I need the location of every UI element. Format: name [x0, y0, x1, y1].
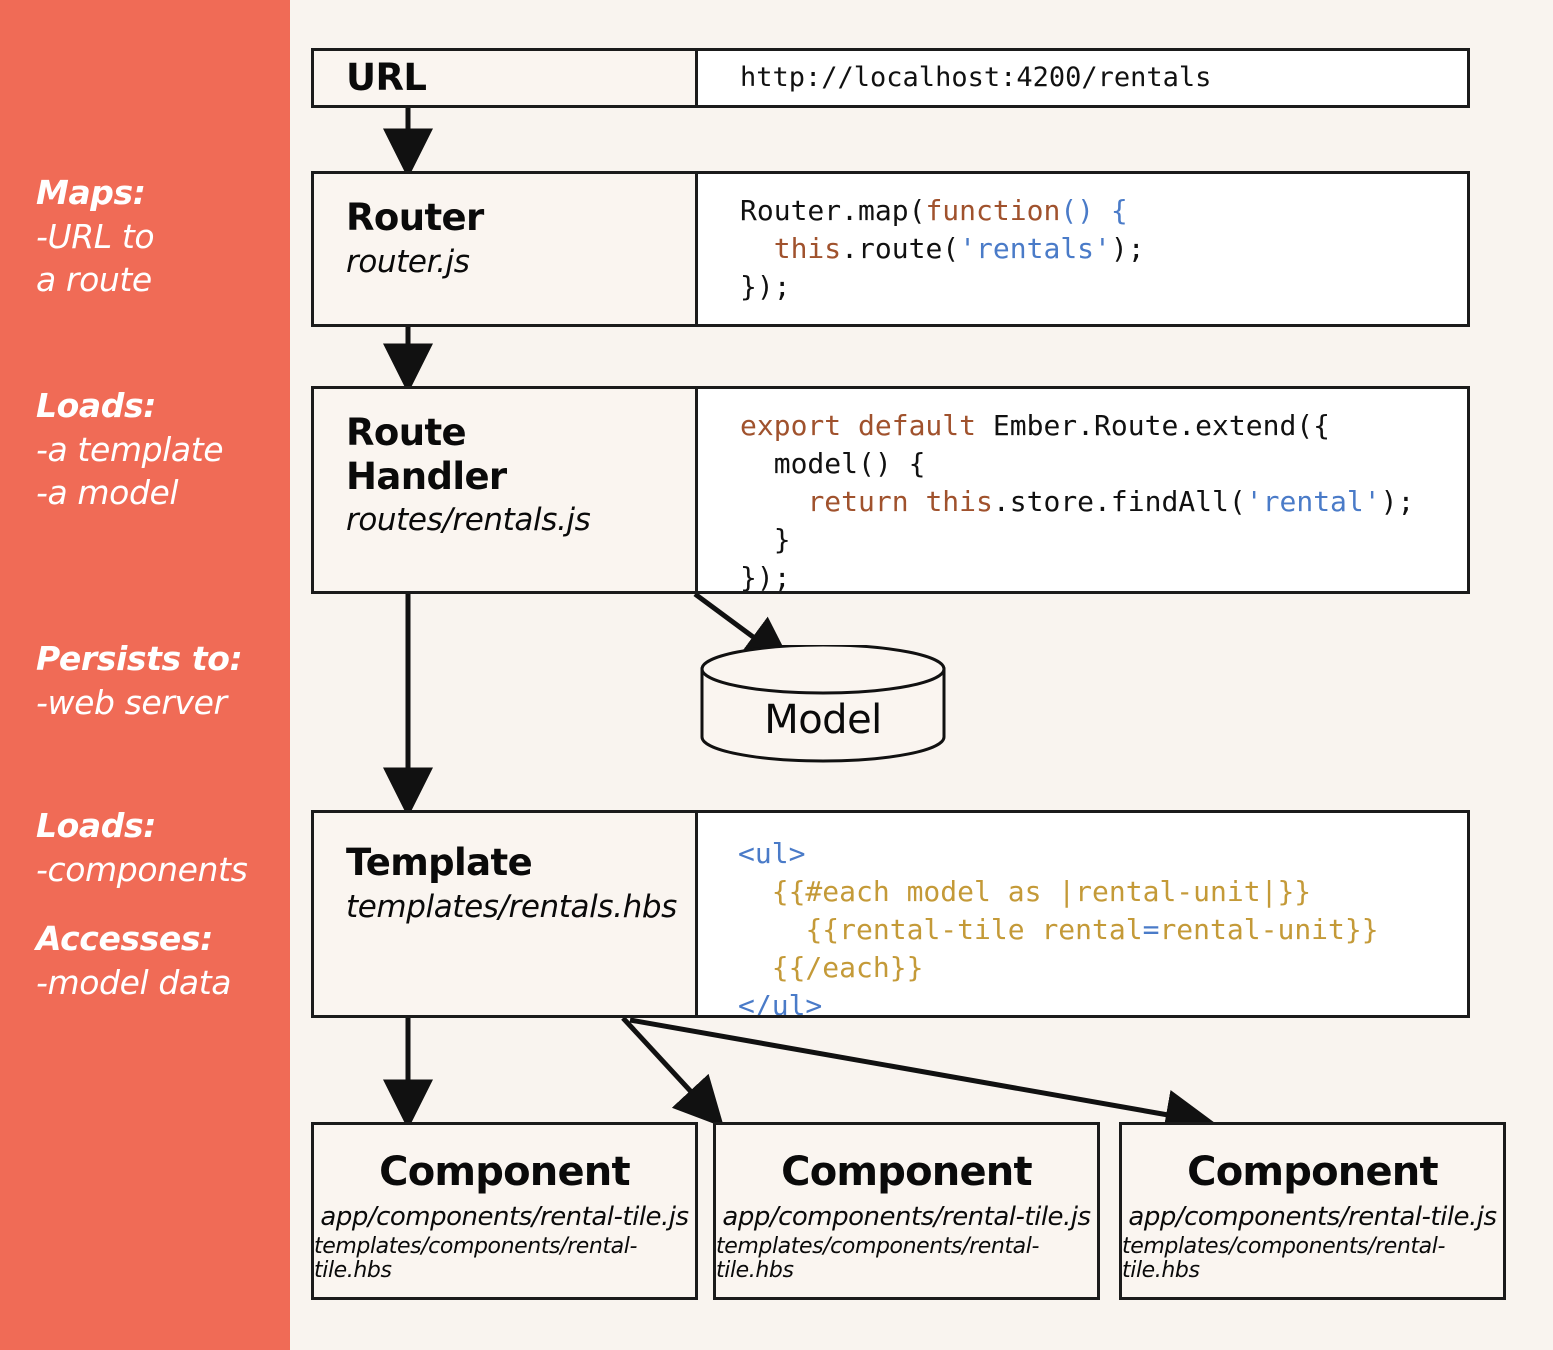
- component-hbs-path: templates/components/rental-tile.hbs: [314, 1234, 638, 1283]
- sidebar-group-heading: Accesses:: [36, 919, 213, 958]
- diagram-canvas: URL http://localhost:4200/rentals Router…: [290, 0, 1553, 1350]
- template-code: <ul> {{#each model as |rental-unit|}} {{…: [738, 837, 1379, 1015]
- sidebar-group-accesses: Accesses: -model data: [36, 918, 286, 1004]
- sidebar-group-maps: Maps: -URL to a route: [36, 172, 286, 302]
- arrow-template-to-component-2: [621, 1016, 725, 1128]
- component-title: Component: [379, 1149, 630, 1195]
- sidebar-group-item: -components: [36, 849, 248, 889]
- sidebar-group-item: -URL to: [36, 216, 155, 256]
- component-js-path: app/components/rental-tile.js: [1128, 1202, 1497, 1232]
- component-title: Component: [781, 1149, 1032, 1195]
- route-handler-code-cell: export default Ember.Route.extend({ mode…: [698, 389, 1467, 591]
- router-file: router.js: [346, 243, 470, 280]
- template-row: Template templates/rentals.hbs <ul> {{#e…: [311, 810, 1470, 1018]
- component-title: Component: [1187, 1149, 1438, 1195]
- sidebar-group-loads-components: Loads: -components: [36, 805, 286, 891]
- component-box-1: Component app/components/rental-tile.js …: [311, 1122, 698, 1300]
- sidebar-group-item: a route: [36, 260, 152, 300]
- url-value: http://localhost:4200/rentals: [740, 61, 1212, 93]
- component-box-3: Component app/components/rental-tile.js …: [1119, 1122, 1506, 1300]
- url-value-cell: http://localhost:4200/rentals: [698, 51, 1467, 105]
- sidebar-group-heading: Persists to:: [36, 639, 243, 678]
- sidebar-group-heading: Loads:: [36, 806, 157, 845]
- router-code: Router.map(function() { this.route('rent…: [740, 194, 1145, 304]
- sidebar-group-item: -model data: [36, 962, 232, 1002]
- url-label-cell: URL: [314, 51, 698, 105]
- template-file: templates/rentals.hbs: [346, 888, 677, 925]
- router-title: Router: [346, 196, 484, 239]
- route-handler-title-line1: Route: [346, 411, 467, 454]
- route-handler-code: export default Ember.Route.extend({ mode…: [740, 409, 1415, 591]
- template-code-cell: <ul> {{#each model as |rental-unit|}} {{…: [698, 813, 1467, 1015]
- route-handler-row: Route Handler routes/rentals.js export d…: [311, 386, 1470, 594]
- component-js-path: app/components/rental-tile.js: [722, 1202, 1091, 1232]
- sidebar-group-heading: Maps:: [36, 173, 146, 212]
- url-title: URL: [346, 56, 427, 100]
- sidebar-group-persists: Persists to: -web server: [36, 638, 286, 724]
- sidebar-panel: Maps: -URL to a route Loads: -a template…: [0, 0, 290, 1350]
- arrow-template-to-component-3: [629, 1017, 1216, 1140]
- url-row: URL http://localhost:4200/rentals: [311, 48, 1470, 108]
- route-handler-file: routes/rentals.js: [346, 502, 591, 539]
- sidebar-group-loads-template: Loads: -a template -a model: [36, 385, 286, 515]
- sidebar-group-item: -a template: [36, 429, 224, 469]
- template-title: Template: [346, 841, 533, 884]
- sidebar-group-item: -web server: [36, 682, 227, 722]
- model-label: Model: [764, 697, 882, 743]
- router-code-cell: Router.map(function() { this.route('rent…: [698, 174, 1467, 324]
- template-label-cell: Template templates/rentals.hbs: [314, 813, 698, 1015]
- component-box-2: Component app/components/rental-tile.js …: [713, 1122, 1100, 1300]
- model-node: Model: [698, 643, 948, 765]
- component-hbs-path: templates/components/rental-tile.hbs: [1122, 1234, 1446, 1283]
- router-row: Router router.js Router.map(function() {…: [311, 171, 1470, 327]
- component-js-path: app/components/rental-tile.js: [320, 1202, 689, 1232]
- route-handler-label-cell: Route Handler routes/rentals.js: [314, 389, 698, 591]
- sidebar-group-heading: Loads:: [36, 386, 157, 425]
- sidebar-group-item: -a model: [36, 473, 179, 513]
- route-handler-title-line2: Handler: [346, 454, 507, 498]
- component-hbs-path: templates/components/rental-tile.hbs: [716, 1234, 1040, 1283]
- router-label-cell: Router router.js: [314, 174, 698, 324]
